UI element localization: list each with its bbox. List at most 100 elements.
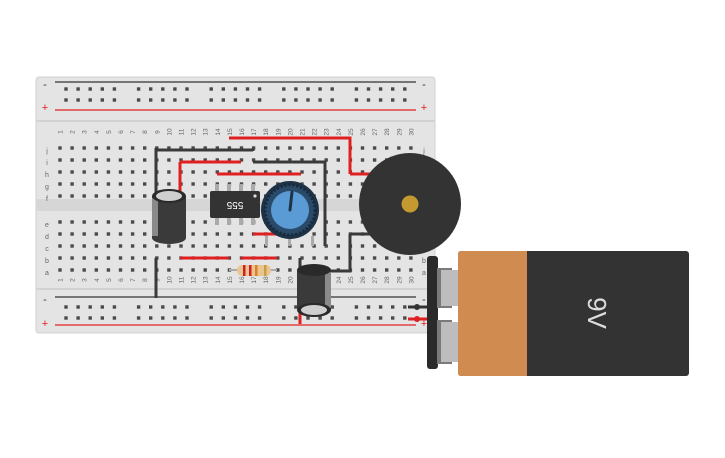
breadboard-hole[interactable] <box>360 146 365 150</box>
rail-hole[interactable] <box>378 87 383 91</box>
breadboard-hole[interactable] <box>360 158 365 162</box>
rail-hole[interactable] <box>173 316 177 320</box>
rail-hole[interactable] <box>185 316 189 320</box>
breadboard-hole[interactable] <box>191 232 195 236</box>
breadboard-hole[interactable] <box>276 170 280 174</box>
rail-hole[interactable] <box>257 87 262 91</box>
breadboard-hole[interactable] <box>215 268 219 272</box>
breadboard-hole[interactable] <box>143 158 147 162</box>
rail-hole[interactable] <box>233 87 238 91</box>
breadboard-hole[interactable] <box>409 146 413 150</box>
potentiometer-icon[interactable] <box>261 181 319 246</box>
breadboard-hole[interactable] <box>227 244 232 248</box>
breadboard-hole[interactable] <box>94 268 98 272</box>
rail-hole[interactable] <box>112 98 117 102</box>
breadboard-hole[interactable] <box>203 244 207 248</box>
rail-hole[interactable] <box>221 98 225 102</box>
breadboard-hole[interactable] <box>143 182 147 186</box>
rail-hole[interactable] <box>112 305 117 309</box>
breadboard-hole[interactable] <box>276 244 280 248</box>
rail-hole[interactable] <box>294 98 298 102</box>
breadboard-hole[interactable] <box>239 146 244 150</box>
breadboard-hole[interactable] <box>276 268 280 272</box>
breadboard-hole[interactable] <box>143 220 147 224</box>
breadboard-hole[interactable] <box>94 170 98 174</box>
breadboard-hole[interactable] <box>82 220 86 224</box>
breadboard-hole[interactable] <box>312 158 316 162</box>
breadboard-hole[interactable] <box>191 194 195 198</box>
breadboard-hole[interactable] <box>215 170 219 174</box>
rail-hole[interactable] <box>64 87 68 91</box>
breadboard-hole[interactable] <box>372 244 377 248</box>
breadboard-hole[interactable] <box>372 158 377 162</box>
breadboard-hole[interactable] <box>215 158 219 162</box>
rail-hole[interactable] <box>100 87 104 91</box>
breadboard-hole[interactable] <box>203 182 207 186</box>
rail-hole[interactable] <box>161 316 165 320</box>
breadboard-hole[interactable] <box>227 170 232 174</box>
breadboard-hole[interactable] <box>118 158 123 162</box>
rail-hole[interactable] <box>64 316 68 320</box>
rail-hole[interactable] <box>88 305 92 309</box>
red-wire-top-right[interactable] <box>229 136 352 174</box>
rail-hole[interactable] <box>366 87 371 91</box>
breadboard-hole[interactable] <box>143 256 147 260</box>
breadboard-hole[interactable] <box>215 146 219 150</box>
breadboard-hole[interactable] <box>264 158 268 162</box>
breadboard-hole[interactable] <box>106 158 111 162</box>
breadboard-hole[interactable] <box>300 244 304 248</box>
rail-hole[interactable] <box>245 98 250 102</box>
electrolytic-capacitor-icon[interactable] <box>152 189 186 244</box>
rail-hole[interactable] <box>149 87 153 91</box>
breadboard-hole[interactable] <box>70 182 74 186</box>
rail-hole[interactable] <box>391 87 395 91</box>
breadboard-hole[interactable] <box>82 256 86 260</box>
breadboard-hole[interactable] <box>130 182 135 186</box>
rail-hole[interactable] <box>149 305 153 309</box>
breadboard-hole[interactable] <box>167 146 171 150</box>
rail-hole[interactable] <box>354 316 359 320</box>
breadboard-hole[interactable] <box>227 158 232 162</box>
breadboard-hole[interactable] <box>227 256 232 260</box>
breadboard-hole[interactable] <box>143 232 147 236</box>
rail-hole[interactable] <box>318 316 322 320</box>
breadboard-hole[interactable] <box>203 170 207 174</box>
breadboard-hole[interactable] <box>324 158 328 162</box>
breadboard-hole[interactable] <box>288 268 292 272</box>
breadboard-hole[interactable] <box>288 256 292 260</box>
breadboard-hole[interactable] <box>82 194 86 198</box>
breadboard-hole[interactable] <box>251 146 256 150</box>
breadboard-hole[interactable] <box>58 268 62 272</box>
rail-hole[interactable] <box>76 305 80 309</box>
breadboard-hole[interactable] <box>360 244 365 248</box>
breadboard-hole[interactable] <box>191 158 195 162</box>
breadboard-hole[interactable] <box>336 170 340 174</box>
rail-hole[interactable] <box>403 98 407 102</box>
breadboard-hole[interactable] <box>167 182 171 186</box>
rail-hole[interactable] <box>378 98 383 102</box>
breadboard-hole[interactable] <box>300 146 304 150</box>
breadboard-hole[interactable] <box>360 256 365 260</box>
breadboard-hole[interactable] <box>106 146 111 150</box>
breadboard-hole[interactable] <box>348 220 353 224</box>
battery-9v-icon[interactable]: 9V <box>458 251 689 376</box>
rail-hole[interactable] <box>257 305 262 309</box>
breadboard-hole[interactable] <box>372 146 377 150</box>
breadboard-hole[interactable] <box>348 194 353 198</box>
breadboard-hole[interactable] <box>336 158 340 162</box>
rail-hole[interactable] <box>209 316 213 320</box>
breadboard-hole[interactable] <box>215 232 219 236</box>
rail-hole[interactable] <box>403 305 407 309</box>
breadboard-hole[interactable] <box>336 220 340 224</box>
rail-hole[interactable] <box>378 316 383 320</box>
breadboard-hole[interactable] <box>82 158 86 162</box>
breadboard-hole[interactable] <box>155 244 159 248</box>
rail-hole[interactable] <box>282 87 286 91</box>
breadboard-hole[interactable] <box>239 232 244 236</box>
breadboard-hole[interactable] <box>203 268 207 272</box>
rail-hole[interactable] <box>136 87 141 91</box>
breadboard-hole[interactable] <box>70 220 74 224</box>
breadboard-hole[interactable] <box>312 182 316 186</box>
breadboard-hole[interactable] <box>118 170 123 174</box>
rail-hole[interactable] <box>306 87 310 91</box>
